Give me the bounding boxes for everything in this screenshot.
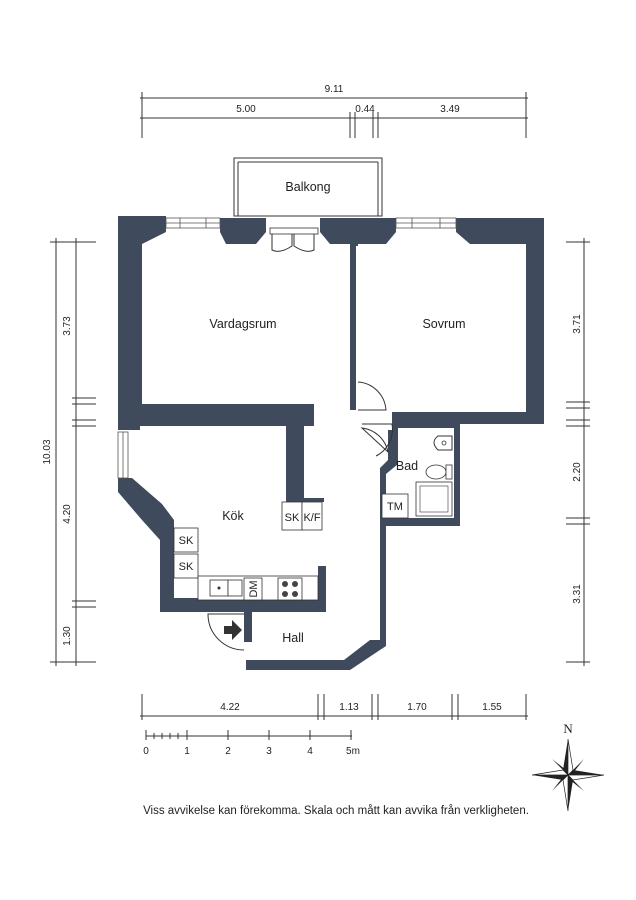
stove-icon [277,577,303,601]
fixture-sk-mid: SK [179,535,194,547]
balcony: Balkong [233,157,383,217]
dim-top-c: 3.49 [440,104,460,115]
dim-left-total: 10.03 [42,439,53,464]
bottom-dimensions: 4.22 1.13 1.70 1.55 [140,694,528,720]
doors [207,227,393,651]
windows [117,217,457,479]
scale-tick-2: 2 [225,746,231,757]
dim-right-a: 3.71 [572,314,583,334]
dim-left-b: 4.20 [62,504,73,524]
dim-bottom-a: 4.22 [220,702,240,713]
washbasin-icon [433,435,453,451]
fixture-sk-low: SK [179,561,194,573]
fixture-sk-top: SK [285,512,300,524]
compass-north: N [563,721,573,736]
sink-icon [209,579,243,597]
room-label-hall: Hall [282,631,304,645]
dim-top-total: 9.11 [325,84,344,95]
dim-bottom-b: 1.13 [339,702,359,713]
scale-bar: 0 1 2 3 4 5m [143,730,360,757]
scale-tick-4: 4 [307,746,313,757]
walls [118,216,544,670]
shower-icon [415,481,453,517]
dim-top-b: 0.44 [355,104,375,115]
room-label-bath: Bad [396,459,418,473]
scale-tick-1: 1 [184,746,190,757]
left-dimensions: 10.03 3.73 4.20 1.30 [42,238,96,666]
dim-left-c: 1.30 [62,626,73,646]
room-label-bedroom: Sovrum [422,317,465,331]
room-label-living: Vardagsrum [209,317,276,331]
disclaimer-text: Viss avvikelse kan förekomma. Skala och … [143,805,529,817]
scale-tick-3: 3 [266,746,272,757]
fixture-dm: DM [248,580,260,597]
dim-bottom-d: 1.55 [482,702,502,713]
entry-arrow-icon [224,620,242,640]
scale-tick-5m: 5m [346,746,360,757]
compass-rose-icon: N [531,721,605,812]
scale-tick-0: 0 [143,746,149,757]
kitchen-fixtures: SK K/F SK SK DM [173,501,323,601]
fixture-tm: TM [387,501,403,513]
dim-left-a: 3.73 [62,316,73,336]
dim-right-c: 3.31 [572,584,583,604]
right-dimensions: 3.71 2.20 3.31 [566,238,590,666]
dim-bottom-c: 1.70 [407,702,427,713]
room-label-kitchen: Kök [222,509,244,523]
fixture-kf: K/F [303,512,320,524]
top-dimensions: 9.11 5.00 0.44 3.49 [140,84,528,138]
dim-top-a: 5.00 [236,104,256,115]
bath-fixtures: TM [381,435,453,519]
dim-right-b: 2.20 [572,462,583,482]
room-label-balcony: Balkong [285,180,330,194]
toilet-icon [425,464,453,480]
